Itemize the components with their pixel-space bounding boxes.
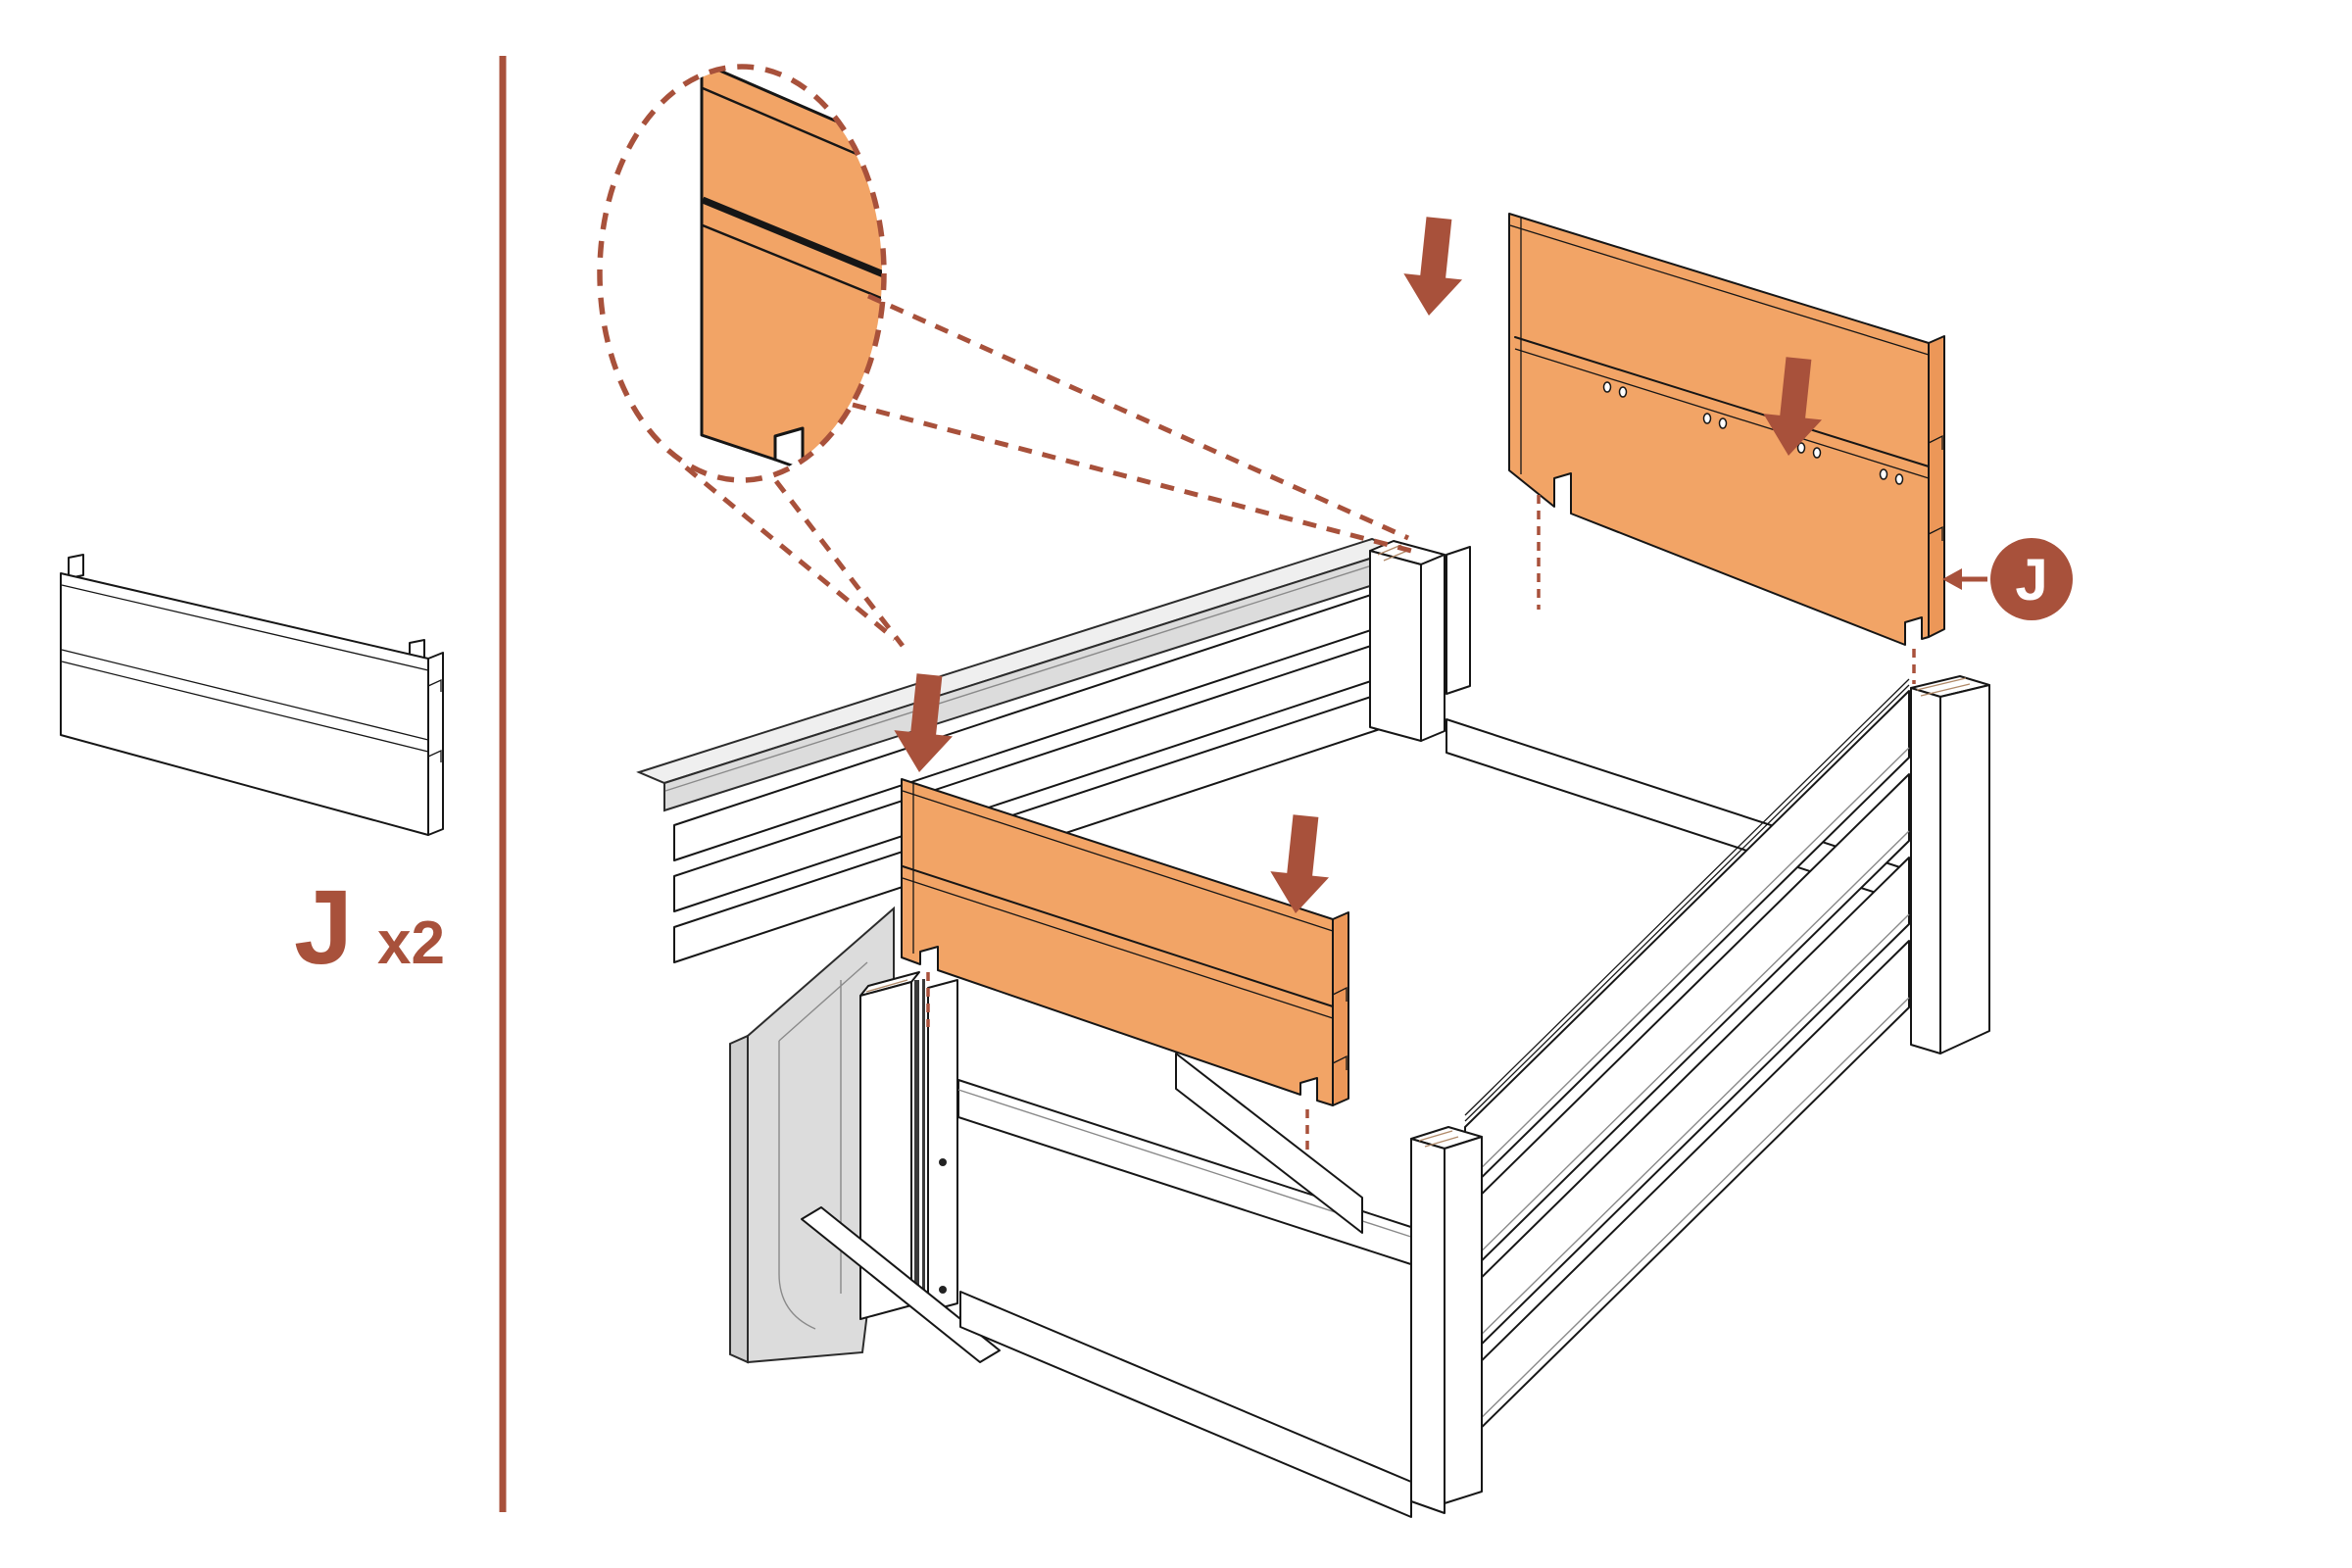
magnifier-connector-lines: [852, 293, 1416, 555]
down-arrow-front-right: [1270, 814, 1330, 913]
badge-label: J: [2015, 547, 2047, 612]
right-corner-post: [1910, 675, 1990, 1054]
screw-holes: [1602, 381, 1904, 485]
left-corner-post: [859, 971, 958, 1320]
sidebar-part-panel: J x2: [60, 554, 445, 986]
part-callout-badge: J: [1942, 538, 2073, 620]
part-quantity: x2: [377, 909, 445, 977]
panel-j-front-left: [901, 778, 1349, 1106]
panel-j-back-right: [1508, 213, 1945, 646]
magnifier-callout: [597, 64, 1416, 648]
front-corner-post: [1410, 1126, 1483, 1514]
right-wall-slats: [1464, 678, 1910, 1445]
badge-circle: [1990, 538, 2073, 620]
part-thumbnail: [60, 554, 444, 836]
down-arrow-back-left: [1403, 217, 1463, 316]
badge-pointer-arrowhead: [1942, 568, 1962, 590]
drop-guide-dashes: [926, 495, 1916, 1156]
back-corner-post: [1369, 540, 1471, 742]
magnifier-tail: [684, 466, 905, 648]
down-arrow-front-left: [894, 673, 954, 772]
magnifier-ellipse: [597, 64, 887, 483]
down-arrow-back-right: [1763, 357, 1823, 456]
insertion-arrows: [894, 217, 1823, 913]
magnified-panel-detail: [700, 69, 882, 478]
part-label: J: [294, 867, 353, 986]
